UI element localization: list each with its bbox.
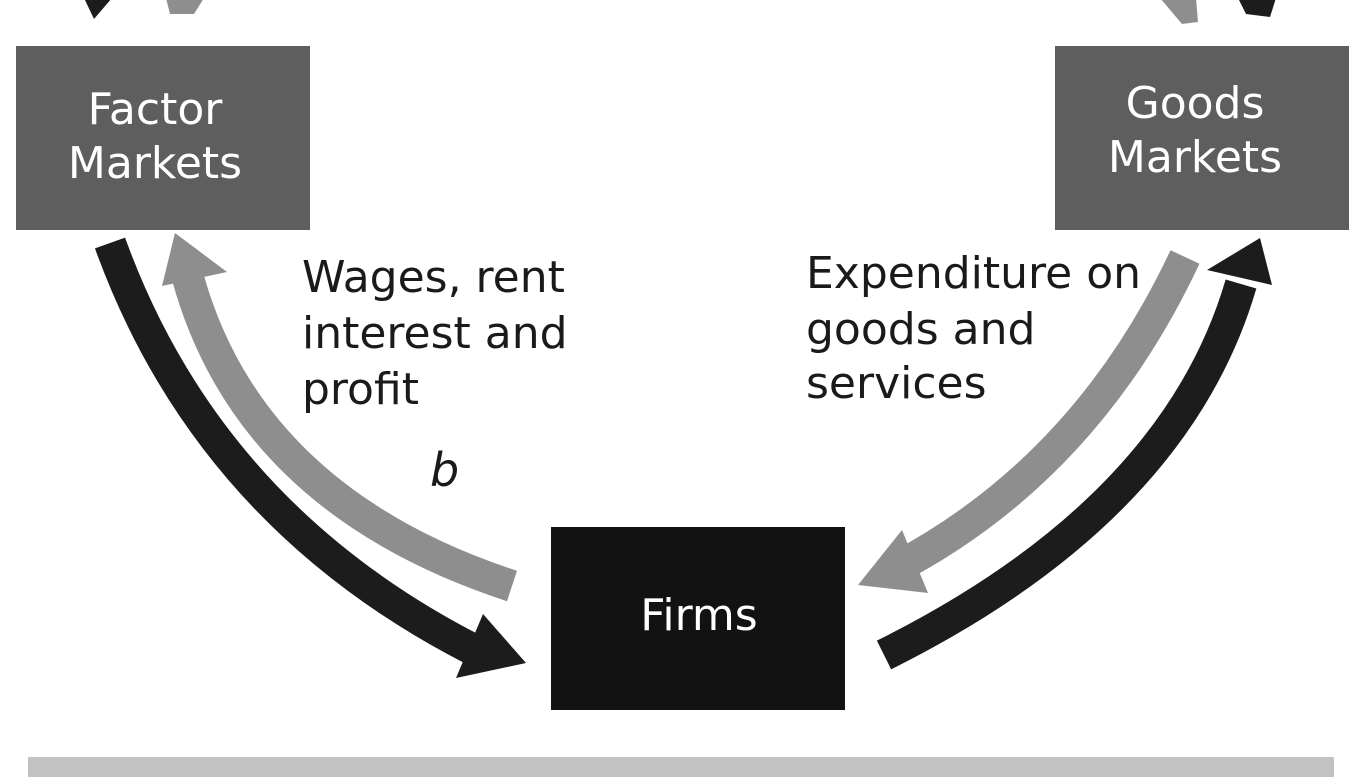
expenditure-label-line2: goods and <box>806 304 1035 355</box>
firms-to-goods-dark-arrow <box>876 238 1272 670</box>
factor-to-firms-dark-arrow <box>94 237 526 678</box>
firms-to-factor-gray-arrow <box>162 233 517 602</box>
top-left-dark-arrow-fragment <box>84 0 111 19</box>
firms-box: Firms <box>551 527 845 710</box>
wages-flow-label: Wages, rent interest and profit <box>302 252 568 415</box>
goods-markets-box: Goods Markets <box>1055 46 1349 230</box>
expenditure-flow-label: Expenditure on goods and services <box>806 248 1141 409</box>
goods-to-firms-gray-arrow <box>858 250 1200 593</box>
factor-markets-label-line1: Factor <box>88 84 224 135</box>
top-right-gray-arrow-fragment <box>1161 0 1198 24</box>
factor-markets-label-line2: Markets <box>68 138 242 189</box>
expenditure-label-line3: services <box>806 358 987 409</box>
top-right-dark-arrow-fragment <box>1239 0 1276 17</box>
expenditure-label-line1: Expenditure on <box>806 248 1141 299</box>
goods-markets-label-line2: Markets <box>1108 132 1282 183</box>
factor-markets-box: Factor Markets <box>16 46 310 230</box>
firms-label: Firms <box>640 590 757 641</box>
flow-marker-b: b <box>430 443 459 497</box>
footer-bar <box>28 757 1334 777</box>
wages-label-line2: interest and <box>302 308 568 359</box>
wages-label-line3: profit <box>302 364 419 415</box>
wages-label-line1: Wages, rent <box>302 252 565 303</box>
goods-markets-label-line1: Goods <box>1126 78 1265 129</box>
top-left-gray-arrow-fragment <box>166 0 203 14</box>
